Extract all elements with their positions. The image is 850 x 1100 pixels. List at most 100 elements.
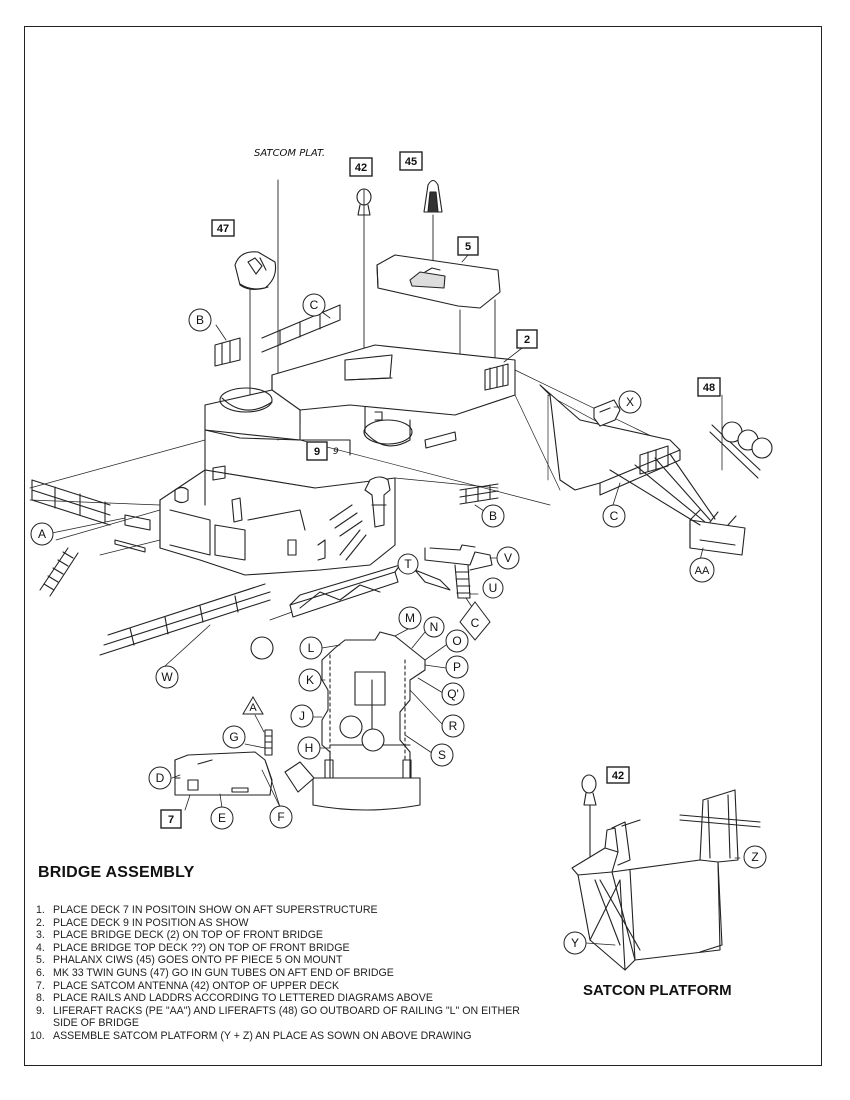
- part-box-5: 5: [457, 236, 479, 256]
- callout-g: G: [222, 725, 246, 749]
- assembly-step: 10.ASSEMBLE SATCOM PLATFORM (Y + Z) AN P…: [30, 1029, 472, 1042]
- svg-text:B: B: [196, 313, 204, 327]
- callout-b-top: B: [188, 308, 212, 332]
- svg-text:W: W: [161, 670, 173, 684]
- callout-t: T: [397, 553, 419, 575]
- svg-text:A: A: [38, 527, 46, 541]
- part-box-42-top: 42: [349, 157, 373, 177]
- callout-s: S: [430, 743, 454, 767]
- callout-m: M: [398, 606, 422, 630]
- callout-o: O: [445, 629, 469, 653]
- satcom-plat-annotation: SATCOM PLAT.: [254, 148, 325, 159]
- assembly-step: 3.PLACE BRIDGE DECK (2) ON TOP OF FRONT …: [36, 929, 323, 942]
- svg-text:L: L: [308, 641, 315, 655]
- assembly-step: 7.PLACE SATCOM ANTENNA (42) ONTOP OF UPP…: [36, 979, 340, 992]
- right-deck-extension: [539, 384, 716, 526]
- part-box-2: 2: [516, 329, 538, 349]
- svg-text:V: V: [504, 551, 512, 565]
- callout-b-right: B: [481, 504, 505, 528]
- part-9-handwritten: 9: [333, 447, 339, 457]
- callout-p: P: [445, 655, 469, 679]
- twin-gun-part: [234, 251, 277, 291]
- phalanx-ciws-part: [423, 179, 443, 213]
- svg-text:48: 48: [703, 382, 715, 394]
- svg-text:Q': Q': [447, 687, 459, 701]
- svg-text:G: G: [229, 730, 238, 744]
- assembly-steps-list: 1.PLACE DECK 7 IN POSITOIN SHOW ON AFT S…: [30, 904, 556, 1043]
- callout-d: D: [148, 766, 172, 790]
- svg-text:J: J: [299, 709, 305, 723]
- callout-c-top: C: [302, 293, 326, 317]
- svg-text:K: K: [306, 673, 314, 687]
- svg-text:Z: Z: [751, 850, 758, 864]
- svg-text:F: F: [277, 810, 284, 824]
- callout-a-lower: A: [242, 696, 264, 715]
- truss-beam: [269, 564, 401, 621]
- long-rail-w: [99, 583, 271, 656]
- svg-text:C: C: [471, 616, 480, 630]
- callout-j: J: [290, 704, 314, 728]
- assembly-step: 1.PLACE DECK 7 IN POSITOIN SHOW ON AFT S…: [36, 904, 378, 916]
- callout-h: H: [297, 736, 321, 760]
- svg-text:E: E: [218, 811, 226, 825]
- svg-text:42: 42: [612, 770, 624, 782]
- svg-text:B: B: [489, 509, 497, 523]
- callout-aa: AA: [689, 557, 715, 583]
- callout-k: K: [298, 668, 322, 692]
- svg-text:Y: Y: [571, 936, 579, 950]
- mount-deck-part: [376, 254, 501, 309]
- svg-text:C: C: [310, 298, 319, 312]
- svg-text:X: X: [626, 395, 634, 409]
- callout-c-right: C: [602, 504, 626, 528]
- assembly-step: 9.LIFERAFT RACKS (PE "AA") AND LIFERAFTS…: [36, 1004, 520, 1030]
- callout-z: Z: [743, 845, 767, 869]
- callout-v: V: [496, 546, 520, 570]
- liferafts-part: [709, 394, 773, 479]
- svg-text:T: T: [404, 557, 412, 571]
- assembly-step: 2.PLACE DECK 9 IN POSITION AS SHOW: [36, 916, 249, 929]
- bridge-deck-outline: [284, 631, 426, 811]
- svg-text:9: 9: [314, 446, 320, 458]
- svg-text:5: 5: [465, 241, 471, 253]
- callout-f: F: [269, 805, 293, 829]
- assembly-step: 6.MK 33 TWIN GUNS (47) GO IN GUN TUBES O…: [36, 966, 394, 979]
- svg-text:H: H: [305, 741, 314, 755]
- page-border: [24, 26, 822, 1066]
- callout-q: Q': [441, 682, 465, 706]
- part-box-47: 47: [211, 219, 235, 237]
- svg-text:S: S: [438, 748, 446, 762]
- svg-text:N: N: [430, 620, 439, 634]
- satcom-platform-title: SATCON PLATFORM: [583, 982, 732, 999]
- callout-u: U: [482, 577, 504, 599]
- satcom-platform-drawing: [571, 774, 761, 971]
- part-box-7: 7: [160, 809, 182, 829]
- bridge-assembly-title: BRIDGE ASSEMBLY: [38, 864, 195, 881]
- svg-text:D: D: [156, 771, 165, 785]
- svg-text:AA: AA: [695, 565, 710, 577]
- callout-c-diamond: C: [459, 601, 491, 641]
- callout-w: W: [155, 665, 179, 689]
- callout-r: R: [441, 714, 465, 738]
- small-fittings: [414, 544, 493, 599]
- part-box-42-satcom: 42: [606, 766, 630, 784]
- svg-text:7: 7: [168, 814, 174, 826]
- callout-y: Y: [563, 931, 587, 955]
- upper-superstructure: [271, 344, 516, 447]
- left-rails-and-ladder: [31, 479, 151, 597]
- svg-text:47: 47: [217, 223, 229, 235]
- svg-text:45: 45: [405, 156, 417, 168]
- leader-lines: [51, 254, 741, 946]
- svg-text:A: A: [249, 702, 257, 714]
- liferaft-rack: [689, 509, 746, 556]
- callout-a-left: A: [30, 522, 54, 546]
- svg-text:M: M: [405, 611, 415, 625]
- lower-superstructure: [159, 429, 396, 576]
- svg-text:2: 2: [524, 334, 530, 346]
- assembly-step: 8.PLACE RAILS AND LADDRS ACCORDING TO LE…: [36, 992, 433, 1005]
- svg-text:42: 42: [355, 162, 367, 174]
- callout-unlabeled: [250, 636, 274, 660]
- svg-text:U: U: [489, 581, 498, 595]
- assembly-step: 4.PLACE BRIDGE TOP DECK ??) ON TOP OF FR…: [36, 941, 350, 954]
